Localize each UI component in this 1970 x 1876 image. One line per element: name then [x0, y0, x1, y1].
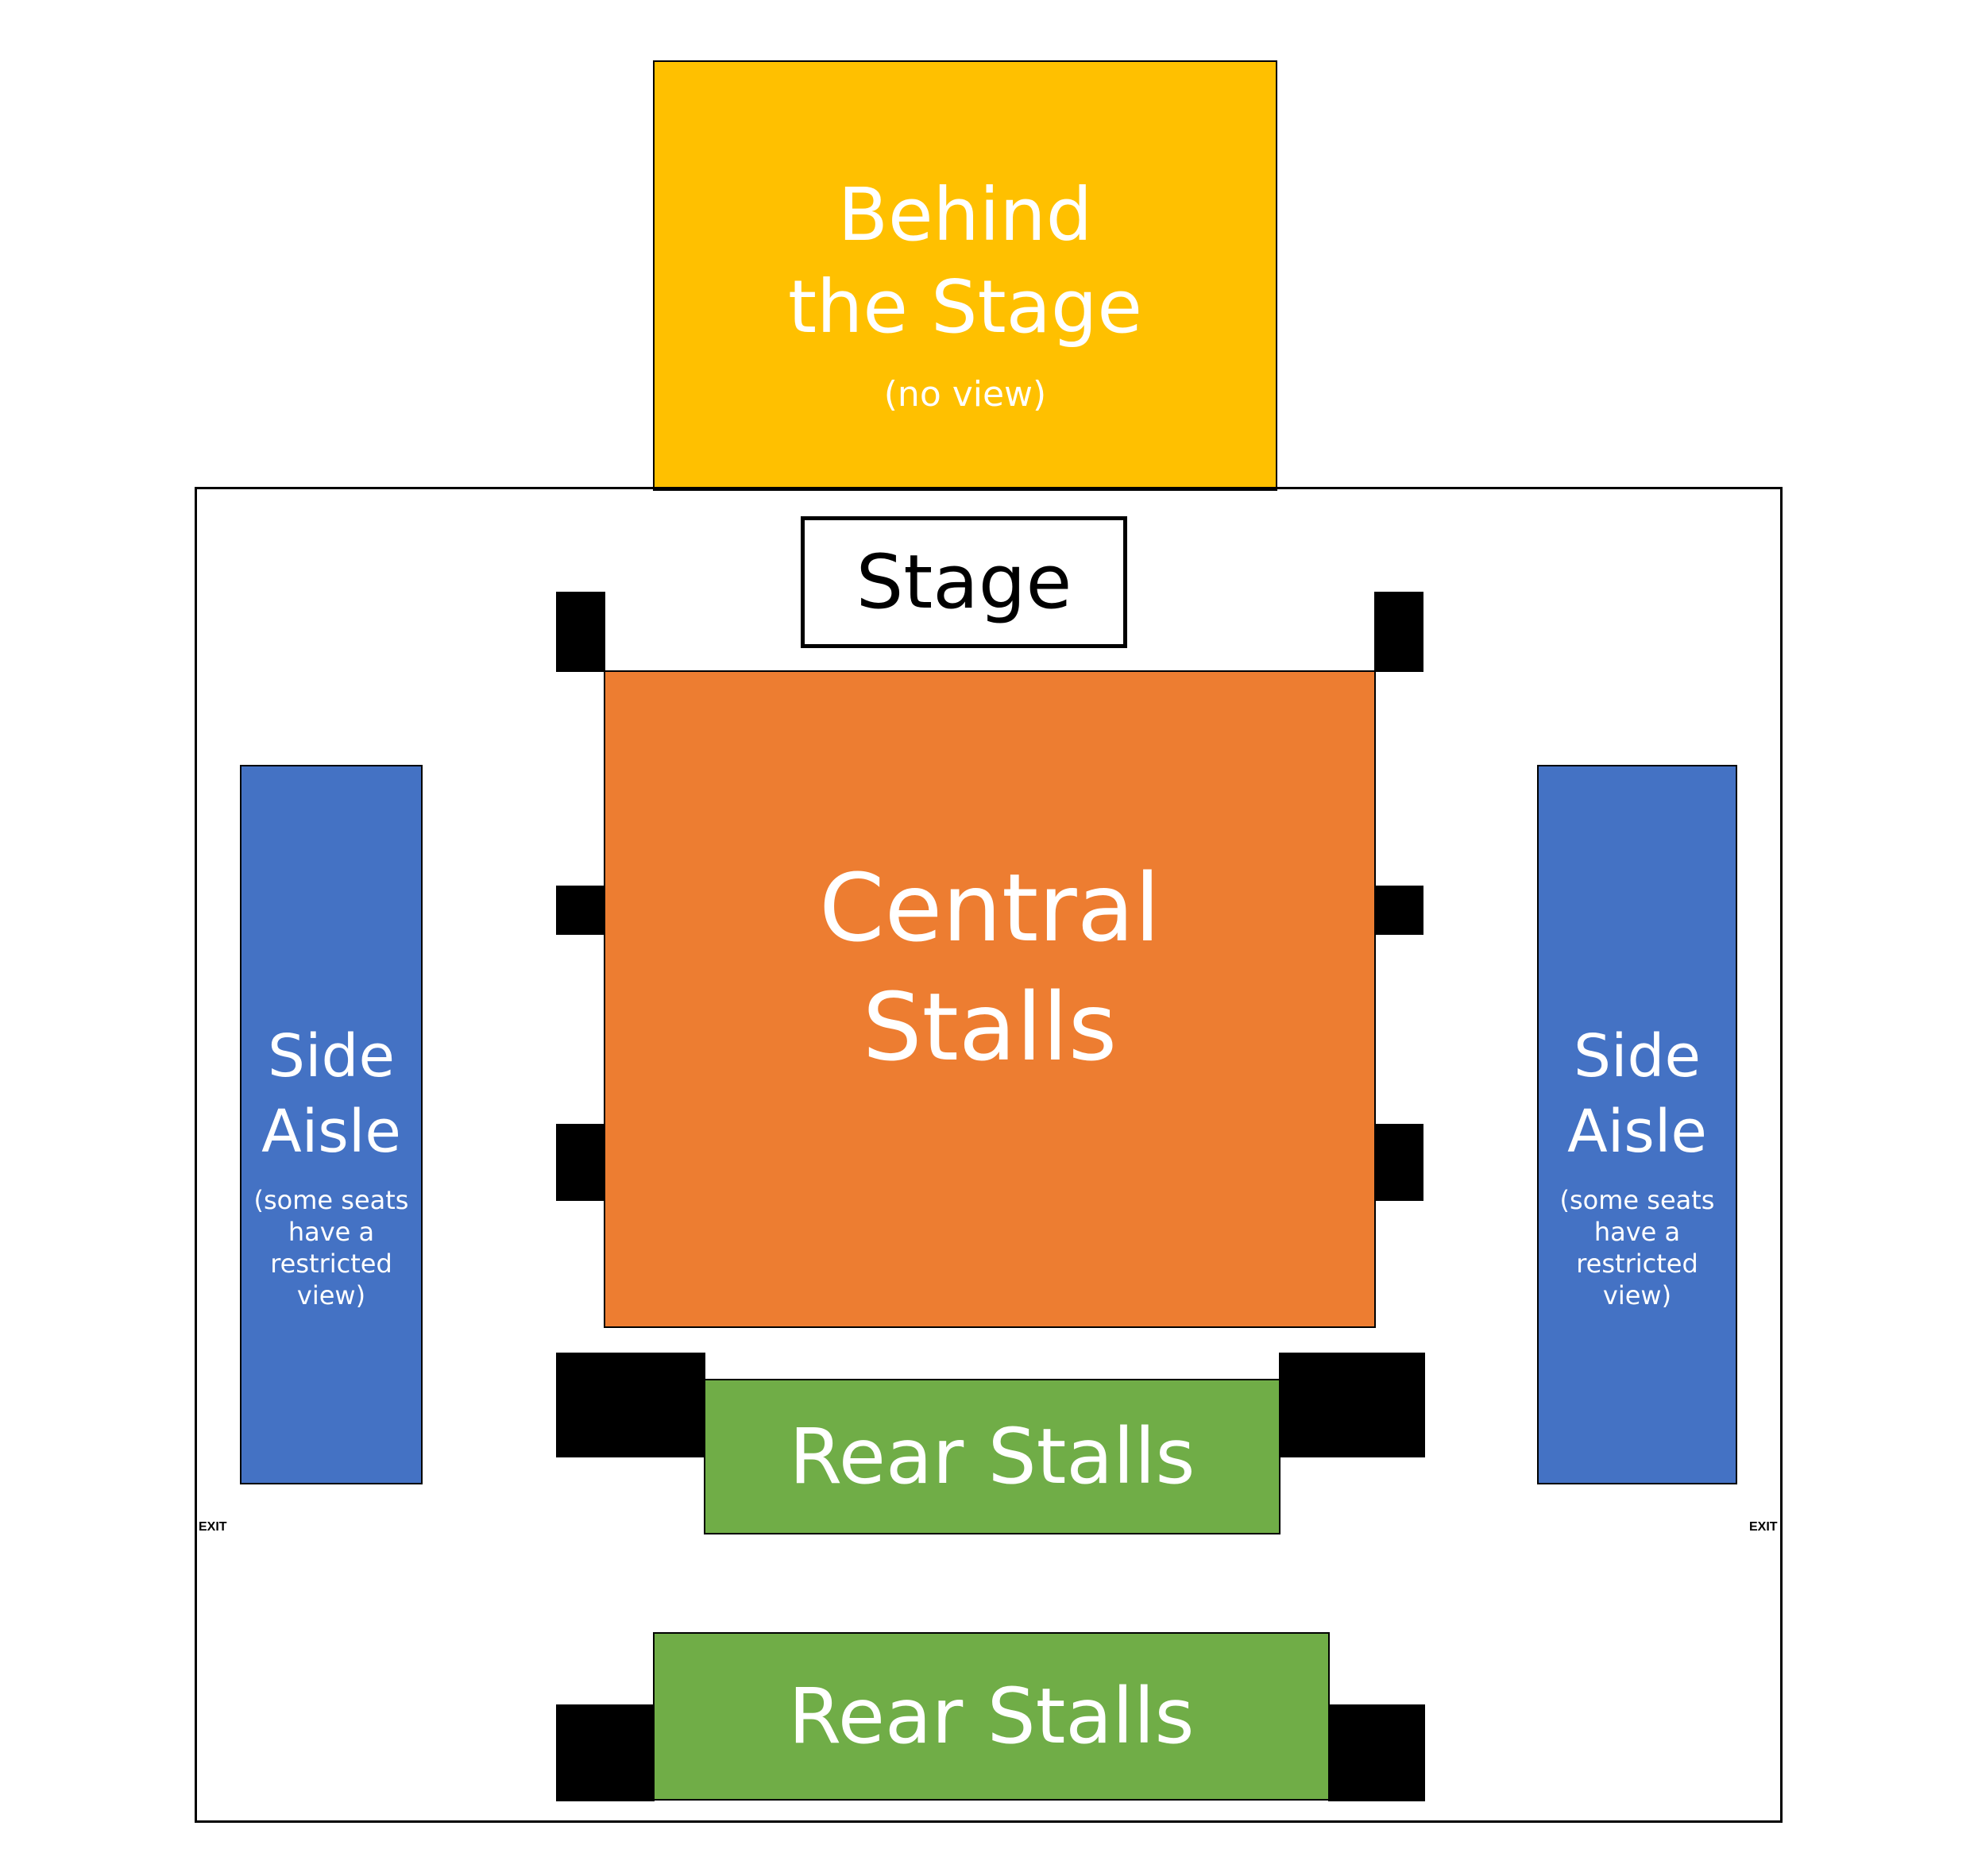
side-aisle-right-line2: Aisle — [1567, 1098, 1707, 1166]
pillar-top-left — [556, 592, 605, 672]
side-aisle-left-note-line1: (some seats — [253, 1185, 409, 1215]
side-aisle-left-note-line3: restricted — [270, 1249, 392, 1279]
pillar-mid-left — [556, 886, 605, 935]
rear-front-block-left — [556, 1353, 705, 1457]
side-aisle-right-note-line3: restricted — [1576, 1249, 1698, 1279]
side-aisle-left-section[interactable]: Side Aisle (some seats have a restricted… — [240, 765, 423, 1484]
central-stalls-section[interactable]: Central Stalls — [604, 670, 1376, 1328]
exit-right-label: EXIT — [1749, 1520, 1778, 1534]
rear-back-block-left — [556, 1704, 655, 1801]
pillar-mid-right — [1374, 886, 1423, 935]
side-aisle-right-note: (some seats have a restricted view) — [1560, 1184, 1715, 1311]
rear-stalls-back-section[interactable]: Rear Stalls — [653, 1632, 1330, 1801]
side-aisle-right-note-line2: have a — [1593, 1217, 1681, 1247]
pillar-top-right — [1374, 592, 1423, 672]
rear-stalls-front-label: Rear Stalls — [789, 1412, 1196, 1501]
side-aisle-right-note-line1: (some seats — [1559, 1185, 1715, 1215]
side-aisle-right-note-line4: view) — [1602, 1280, 1672, 1310]
behind-stage-title-line1: Behind — [837, 172, 1093, 257]
rear-front-block-right — [1279, 1353, 1425, 1457]
pillar-lower-left — [556, 1124, 605, 1201]
stage-label-box: Stage — [801, 516, 1127, 648]
side-aisle-left-note: (some seats have a restricted view) — [254, 1184, 409, 1311]
side-aisle-left-line1: Side — [267, 1022, 396, 1090]
behind-the-stage-section[interactable]: Behind the Stage (no view) — [653, 60, 1277, 491]
central-stalls-line2: Stalls — [862, 972, 1118, 1082]
side-aisle-left-note-line2: have a — [288, 1217, 375, 1247]
side-aisle-right-line1: Side — [1573, 1022, 1702, 1090]
side-aisle-left-line2: Aisle — [261, 1098, 401, 1166]
behind-stage-title-line2: the Stage — [787, 264, 1143, 349]
stage-label: Stage — [856, 538, 1072, 626]
central-stalls-line1: Central — [819, 853, 1161, 963]
behind-stage-note: (no view) — [883, 374, 1047, 415]
exit-left-label: EXIT — [199, 1520, 227, 1534]
rear-back-block-right — [1328, 1704, 1425, 1801]
rear-stalls-front-section[interactable]: Rear Stalls — [704, 1379, 1280, 1534]
side-aisle-left-note-line4: view) — [296, 1280, 366, 1310]
pillar-lower-right — [1374, 1124, 1423, 1201]
side-aisle-right-section[interactable]: Side Aisle (some seats have a restricted… — [1537, 765, 1737, 1484]
rear-stalls-back-label: Rear Stalls — [788, 1672, 1195, 1761]
hall-outline — [195, 487, 1783, 1823]
